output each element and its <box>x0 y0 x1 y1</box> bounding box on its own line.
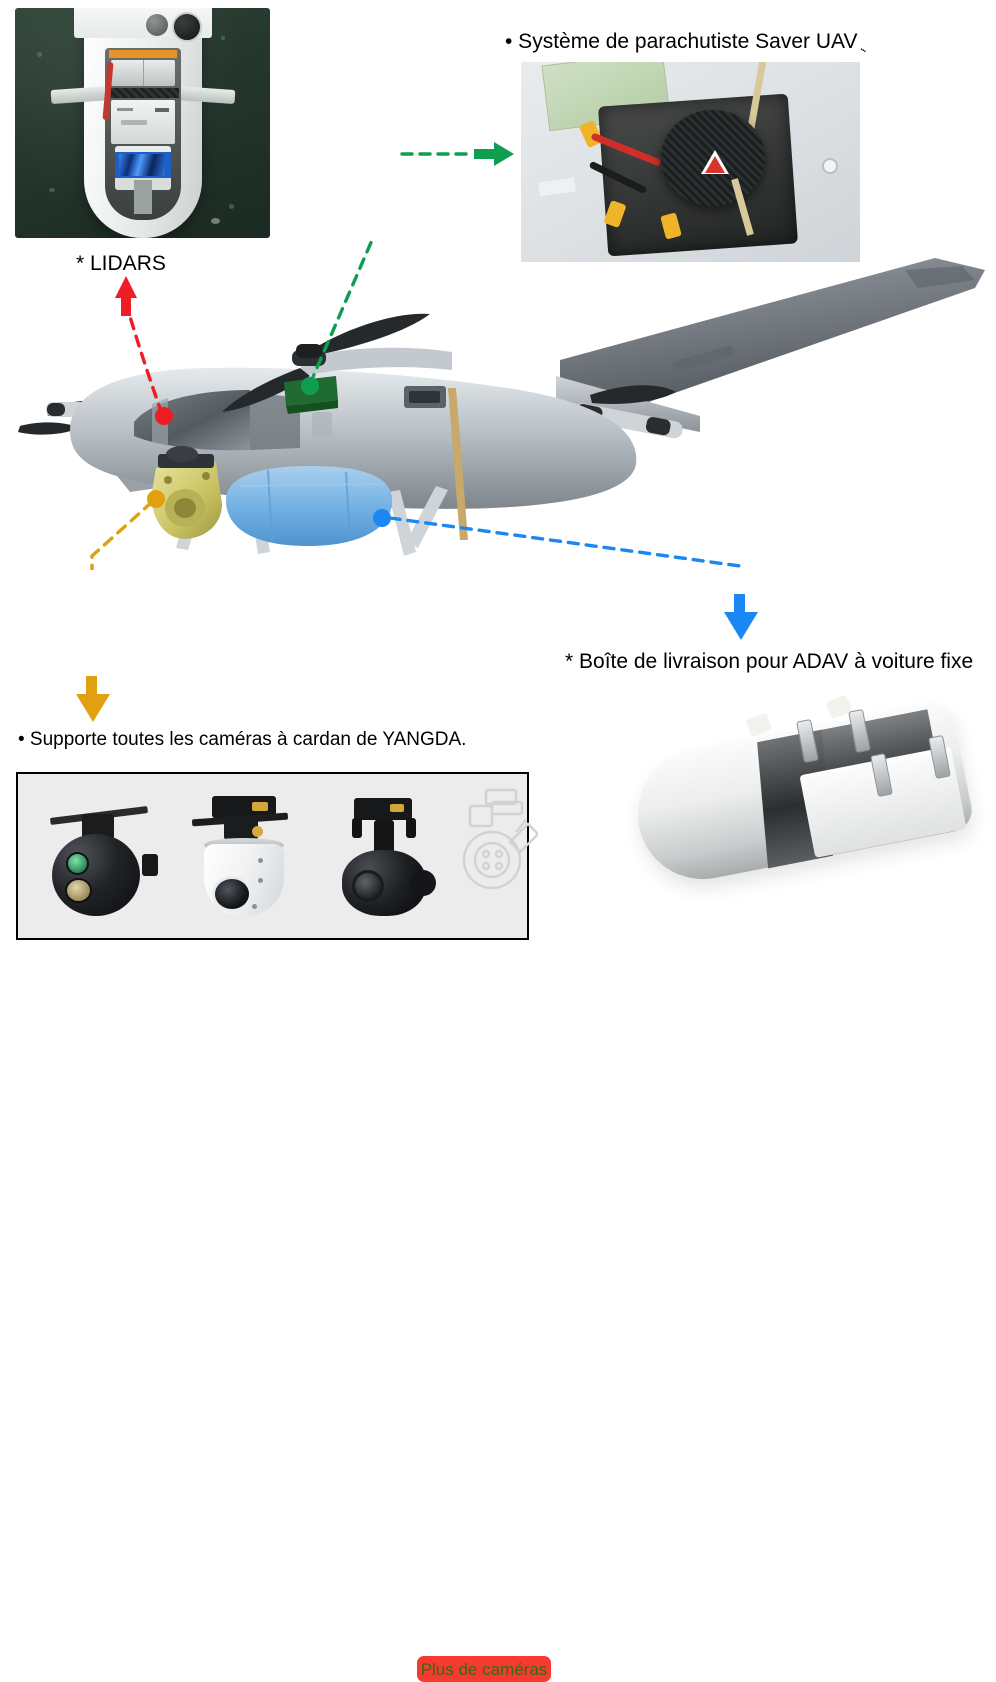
black-tri-sensor-gimbal-camera[interactable] <box>330 792 438 922</box>
delivery-box-label: * Boîte de livraison pour ADAV à voiture… <box>565 650 974 673</box>
parachute-bay-photo <box>521 62 860 262</box>
delivery-marker-dot <box>373 509 391 527</box>
gimbal-callout-arrow <box>76 676 110 722</box>
camera-gallery-panel: Plus de caméras <box>16 772 551 1682</box>
delivery-pod-photo <box>620 690 996 930</box>
cameras-support-label: • Supporte toutes les caméras à cardan d… <box>18 729 467 750</box>
parachute-callout-arrow <box>400 142 514 166</box>
white-gimbal-camera[interactable] <box>190 792 298 922</box>
parachute-marker-dot <box>301 377 319 395</box>
lidar-marker-dot <box>155 407 173 425</box>
lidar-nose-bay-photo <box>15 8 270 238</box>
more-cameras-outline-icon <box>462 786 538 894</box>
vtol-fixed-wing-uav-photo <box>0 240 996 570</box>
more-cameras-badge-label: Plus de caméras <box>420 1659 548 1679</box>
parachute-system-label: • Système de parachutiste Saver UAV ֻ <box>505 30 864 53</box>
delivery-callout-arrow <box>724 594 758 640</box>
slide-canvas: • Système de parachutiste Saver UAV ֻ <box>0 8 996 1682</box>
black-ball-gimbal-camera[interactable] <box>44 796 158 922</box>
more-cameras-badge[interactable]: Plus de caméras <box>417 1656 551 1682</box>
lidars-label: * LIDARS <box>76 252 166 275</box>
